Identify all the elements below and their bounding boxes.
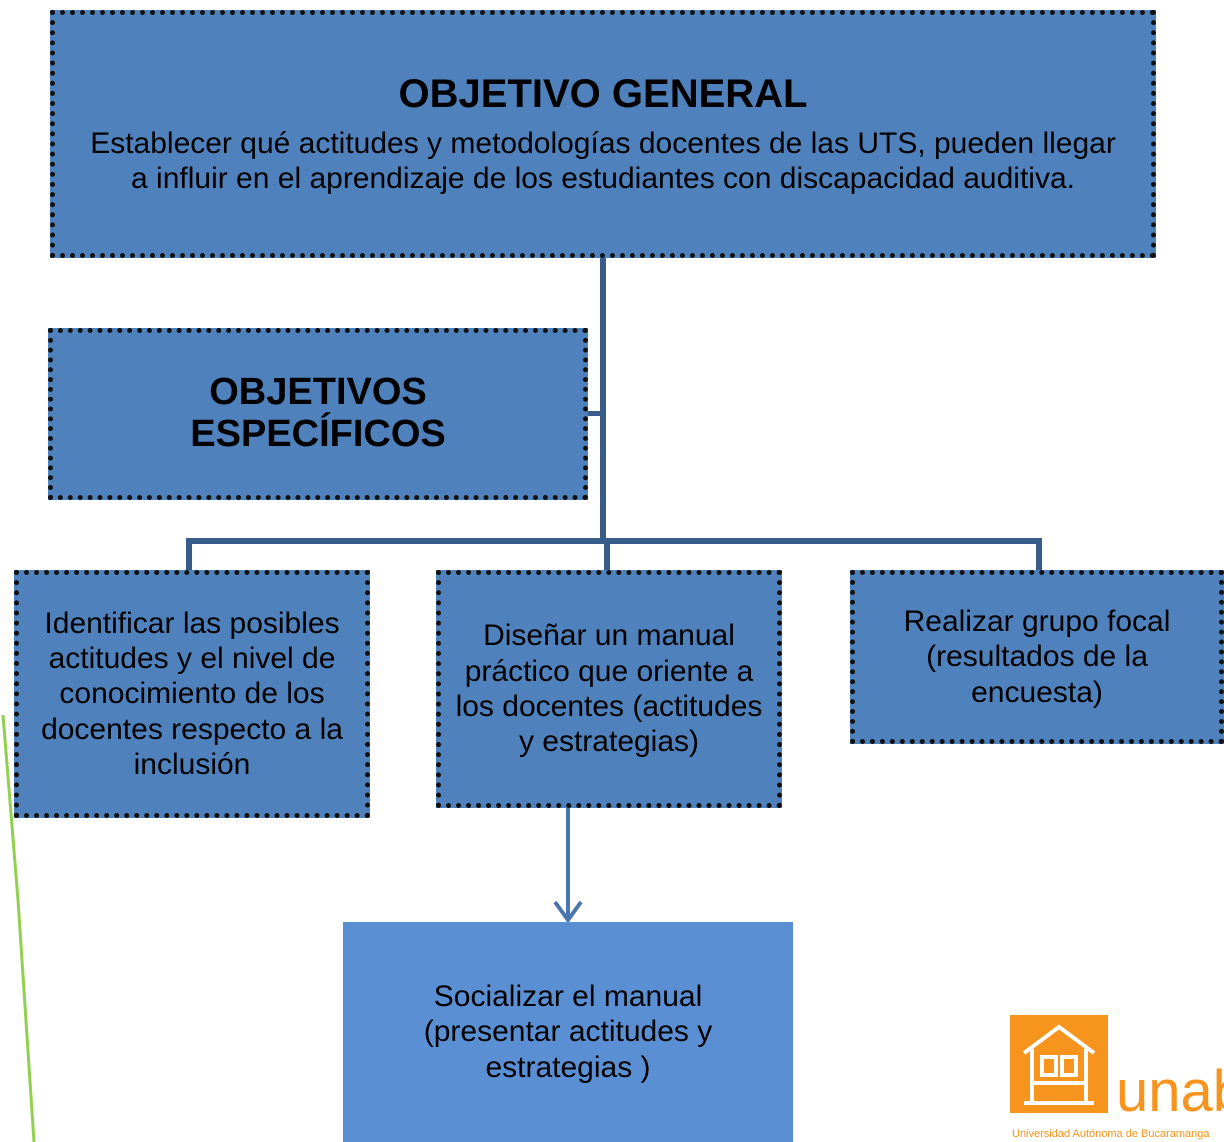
especifico-item-grupo-focal: Realizar grupo focal (resultados de la e… (850, 570, 1224, 744)
objetivo-general-box: OBJETIVO GENERAL Establecer qué actitude… (50, 10, 1156, 258)
green-accent-line (1, 714, 36, 1142)
connector-especificos-stub (586, 411, 602, 416)
especifico-item-text: Identificar las posibles actitudes y el … (41, 606, 343, 782)
objetivo-general-text: Establecer qué actitudes y metodologías … (90, 126, 1116, 195)
especifico-item-text: Diseñar un manual práctico que oriente a… (455, 619, 763, 759)
especifico-item-disenar: Diseñar un manual práctico que oriente a… (436, 570, 782, 808)
objetivos-especificos-title-line1: OBJETIVOS (209, 371, 427, 414)
socializar-box: Socializar el manual (presentar actitude… (343, 922, 793, 1142)
unab-logo-caption: Universidad Autónoma de Bucaramanga (1012, 1128, 1210, 1140)
objetivo-general-title: OBJETIVO GENERAL (398, 71, 808, 116)
connector-drop-middle (604, 538, 610, 572)
socializar-text: Socializar el manual (presentar actitude… (423, 979, 713, 1084)
connector-drop-right (1036, 538, 1042, 572)
unab-logo-wordmark: unab (1116, 1059, 1224, 1124)
arrow-down-connector (553, 790, 583, 924)
connector-drop-left (186, 538, 192, 572)
especifico-item-identificar: Identificar las posibles actitudes y el … (14, 570, 370, 818)
objetivos-especificos-title-line2: ESPECÍFICOS (190, 413, 446, 455)
connector-general-vertical (600, 256, 606, 543)
connector-horizontal-bar (186, 538, 1042, 544)
unab-logo: unab Universidad Autónoma de Bucaramanga (1010, 1015, 1224, 1140)
objetivos-especificos-box: OBJETIVOS ESPECÍFICOS (48, 328, 588, 500)
especifico-item-text: Realizar grupo focal (resultados de la e… (903, 604, 1171, 709)
